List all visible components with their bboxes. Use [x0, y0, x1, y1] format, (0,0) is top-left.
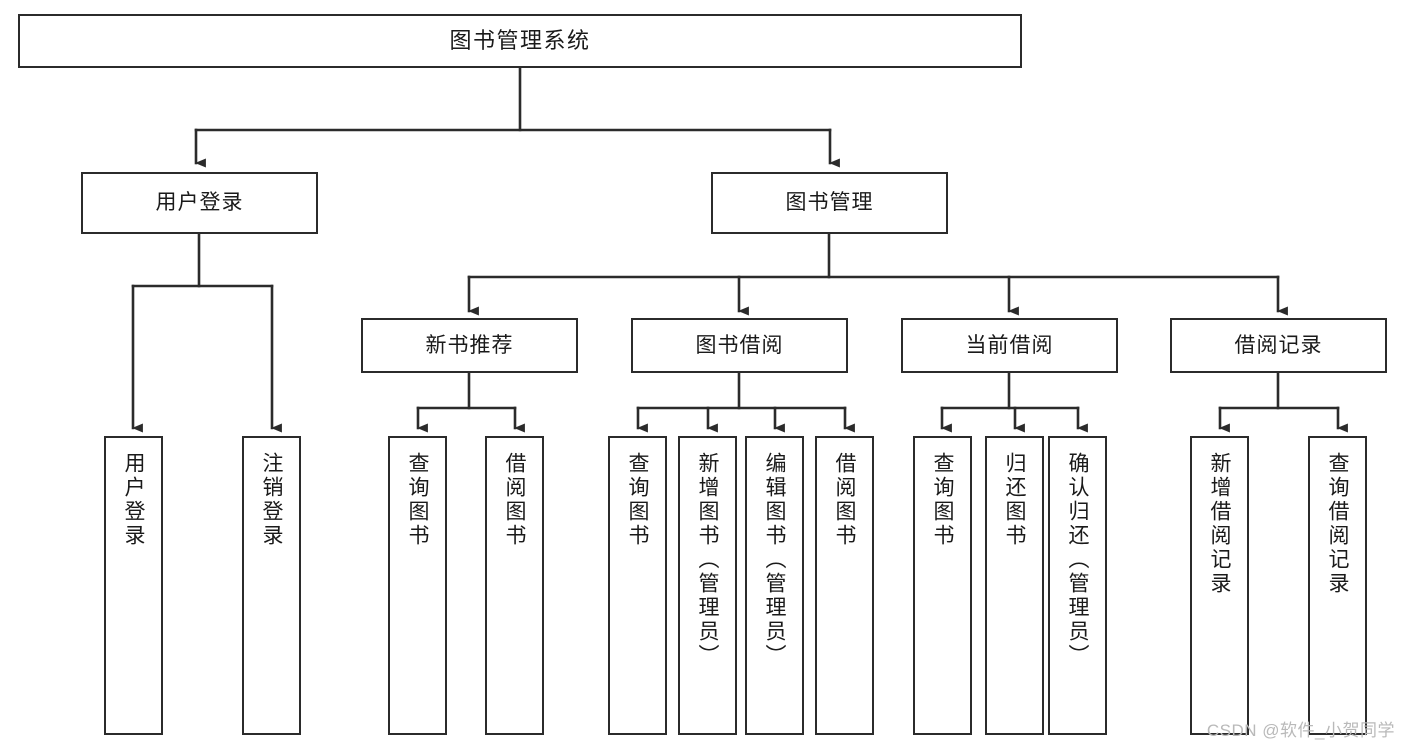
leaf-current-confirm-return[interactable]: 确认归还（管理员） [1048, 436, 1107, 735]
leaf-borrow-borrow-book-label: 借阅图书 [833, 452, 856, 548]
node-book-management[interactable]: 图书管理 [711, 172, 948, 234]
leaf-borrow-edit-book-label: 编辑图书（管理员） [763, 452, 786, 668]
leaf-current-query-book-label: 查询图书 [931, 452, 954, 548]
leaf-record-query[interactable]: 查询借阅记录 [1308, 436, 1367, 735]
leaf-current-return-book-label: 归还图书 [1003, 452, 1026, 548]
leaf-newbook-borrow-book[interactable]: 借阅图书 [485, 436, 544, 735]
leaf-newbook-borrow-book-label: 借阅图书 [503, 452, 526, 548]
node-root-label: 图书管理系统 [449, 27, 591, 53]
leaf-logout[interactable]: 注销登录 [242, 436, 301, 735]
leaf-borrow-query-book[interactable]: 查询图书 [608, 436, 667, 735]
leaf-logout-label: 注销登录 [260, 452, 283, 548]
node-borrow-record-label: 借阅记录 [1234, 333, 1323, 357]
leaf-user-login-label: 用户登录 [122, 452, 145, 548]
leaf-current-query-book[interactable]: 查询图书 [913, 436, 972, 735]
leaf-current-confirm-return-label: 确认归还（管理员） [1066, 452, 1089, 668]
node-root[interactable]: 图书管理系统 [18, 14, 1022, 68]
node-borrow-record[interactable]: 借阅记录 [1170, 318, 1387, 373]
node-new-book-recommend-label: 新书推荐 [425, 333, 514, 357]
node-book-management-label: 图书管理 [785, 191, 874, 215]
node-current-borrow-label: 当前借阅 [965, 333, 1054, 357]
leaf-user-login[interactable]: 用户登录 [104, 436, 163, 735]
leaf-borrow-query-book-label: 查询图书 [626, 452, 649, 548]
node-current-borrow[interactable]: 当前借阅 [901, 318, 1118, 373]
leaf-current-return-book[interactable]: 归还图书 [985, 436, 1044, 735]
node-book-borrow[interactable]: 图书借阅 [631, 318, 848, 373]
node-user-login[interactable]: 用户登录 [81, 172, 318, 234]
leaf-record-query-label: 查询借阅记录 [1326, 452, 1349, 596]
leaf-borrow-add-book-label: 新增图书（管理员） [696, 452, 719, 668]
node-new-book-recommend[interactable]: 新书推荐 [361, 318, 578, 373]
node-book-borrow-label: 图书借阅 [695, 333, 784, 357]
leaf-borrow-borrow-book[interactable]: 借阅图书 [815, 436, 874, 735]
leaf-borrow-add-book[interactable]: 新增图书（管理员） [678, 436, 737, 735]
leaf-borrow-edit-book[interactable]: 编辑图书（管理员） [745, 436, 804, 735]
leaf-newbook-query-book[interactable]: 查询图书 [388, 436, 447, 735]
leaf-newbook-query-book-label: 查询图书 [406, 452, 429, 548]
leaf-record-add-label: 新增借阅记录 [1208, 452, 1231, 596]
leaf-record-add[interactable]: 新增借阅记录 [1190, 436, 1249, 735]
node-user-login-label: 用户登录 [155, 191, 244, 215]
